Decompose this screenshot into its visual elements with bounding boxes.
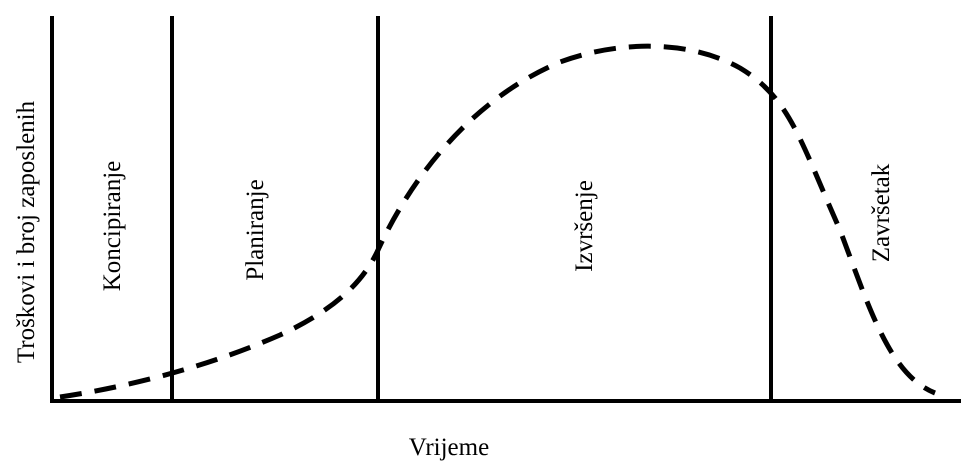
cost-staffing-curve: [59, 43, 936, 400]
y-axis-label: Troškovi i broj zaposlenih: [13, 100, 40, 363]
phase-label-izvrsenje: Izvršenje: [571, 180, 598, 272]
x-axis-label: Vrijeme: [409, 434, 489, 461]
phase-label-zavrsetak: Završetak: [868, 163, 895, 262]
phase-label-koncipiranje: Koncipiranje: [99, 161, 126, 292]
phase-label-planiranje: Planiranje: [242, 179, 269, 280]
